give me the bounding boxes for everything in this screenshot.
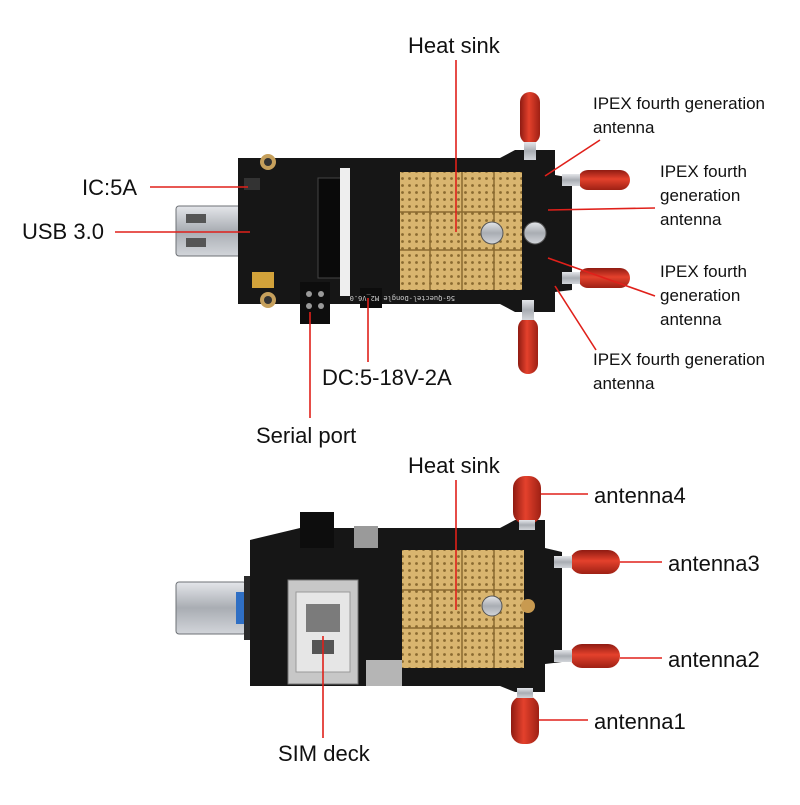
- sma-antenna-icon: [520, 92, 540, 160]
- label-ipex-4: IPEX fourth generation antenna: [593, 350, 766, 393]
- sma-antenna-icon: [518, 300, 538, 374]
- heat-sink-icon: [400, 172, 522, 290]
- label-antenna3: antenna3: [668, 551, 760, 576]
- label-dc: DC:5-18V-2A: [322, 365, 452, 390]
- dc-jack-icon: [360, 288, 382, 308]
- serial-header-icon: [300, 512, 334, 548]
- sma-antenna-icon: [513, 476, 541, 530]
- label-ipex-3: IPEX fourth generation antenna: [660, 262, 747, 329]
- sma-antenna-icon: [562, 268, 630, 288]
- sma-antenna-icon: [562, 170, 630, 190]
- bottom-board-illustration: [175, 476, 662, 744]
- label-antenna4: antenna4: [594, 483, 686, 508]
- label-ic: IC:5A: [82, 175, 138, 200]
- top-board-illustration: 5G-Quectel-Dongle M2_V6.0: [115, 60, 656, 418]
- label-antenna2: antenna2: [668, 647, 760, 672]
- leader-lines-bottom: [322, 480, 662, 738]
- ic-chip-icon: [244, 178, 260, 190]
- board-marking: 5G-Quectel-Dongle M2_V6.0: [350, 294, 455, 302]
- label-usb: USB 3.0: [22, 219, 104, 244]
- label-heat-sink-top: Heat sink: [408, 33, 500, 58]
- label-antenna1: antenna1: [594, 709, 686, 734]
- sma-antenna-icon: [511, 688, 539, 744]
- sma-antenna-icon: [554, 644, 620, 668]
- label-sim-deck: SIM deck: [278, 741, 370, 766]
- serial-header-icon: [300, 282, 330, 324]
- label-heat-sink-bottom: Heat sink: [408, 453, 500, 478]
- heat-sink-icon: [402, 550, 524, 668]
- leader-lines-top: [115, 60, 656, 418]
- sma-antenna-icon: [554, 550, 620, 574]
- label-serial-port: Serial port: [256, 423, 357, 448]
- usb-connector-icon: [175, 576, 258, 640]
- label-ipex-1: IPEX fourth generation antenna: [593, 94, 766, 137]
- label-ipex-2: IPEX fourth generation antenna: [660, 162, 747, 229]
